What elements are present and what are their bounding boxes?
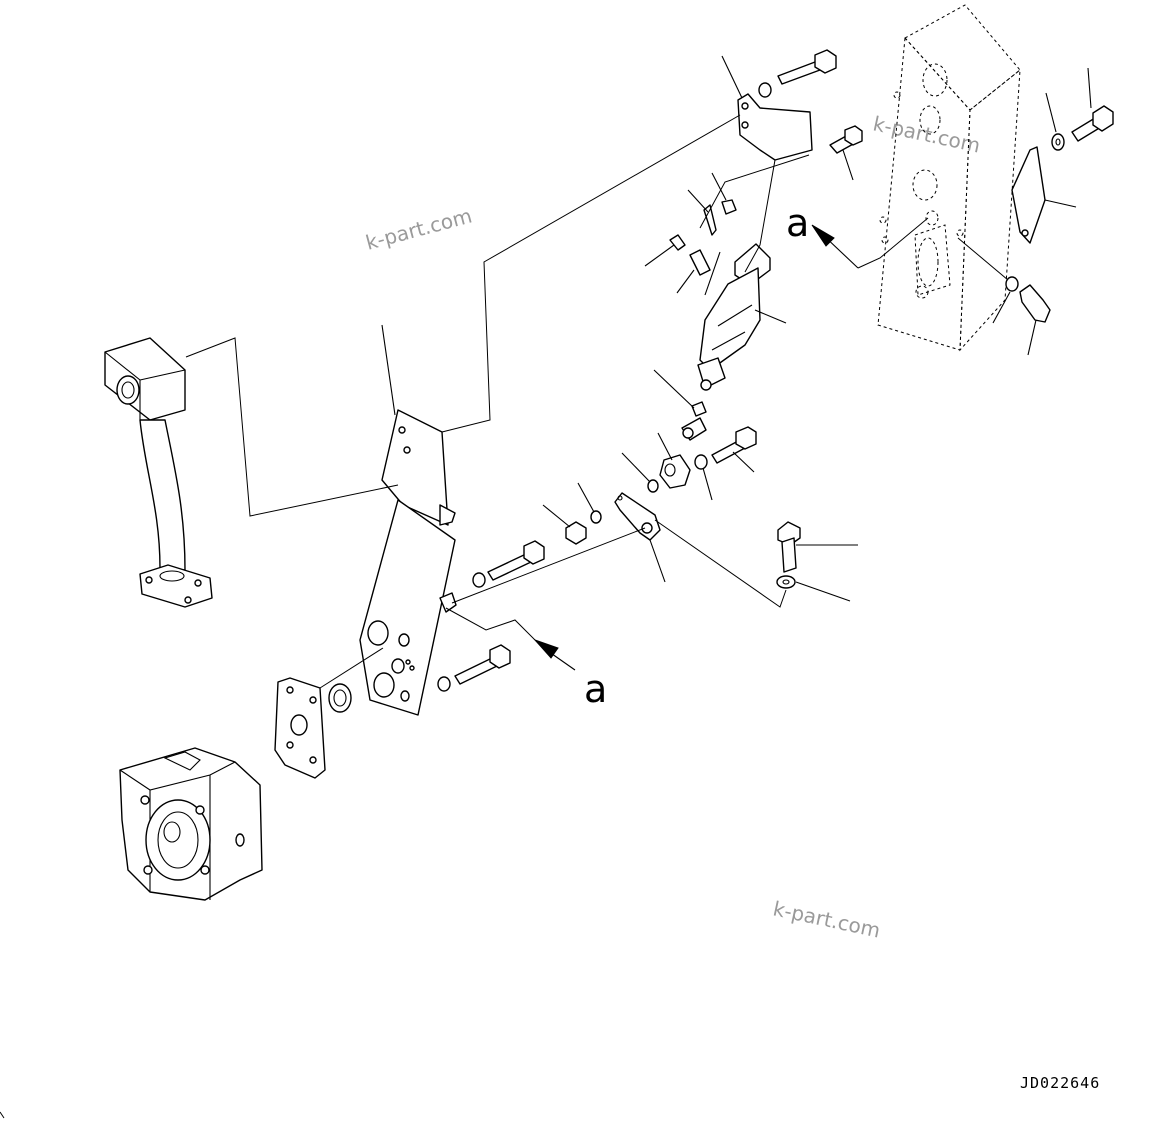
view-label-lower: a [584,667,607,711]
plate-bolt-lower [437,644,511,692]
plate-bolt-upper [472,540,545,588]
washer-small-upper [711,172,737,215]
washer-right-lower [992,276,1019,324]
valve-block [877,4,1021,352]
watermark-lower-right: k-part.com [771,896,883,942]
clevis-nut [653,369,707,417]
view-arrow-upper: a [786,201,859,269]
washer-left-bushing [621,452,659,493]
upper-bolt [758,49,837,98]
o-ring [328,683,352,713]
bolt-right-lower [1019,284,1051,356]
bolt-center [711,426,757,473]
view-arrow-lower: a [533,638,607,711]
flange-plate [274,677,326,779]
nut-lever [542,504,587,545]
bolt-lower-right [777,521,858,573]
drawing-code: JD022646 [1020,1074,1100,1092]
mounting-plate [359,324,457,716]
rod-end [681,417,707,441]
actuator-cylinder [697,243,787,391]
bolt-right-top [1071,67,1114,142]
cover-plate [1011,146,1077,244]
view-label-upper: a [786,201,809,245]
washer-lever [577,482,602,524]
watermark-top-left: k-part.com [363,203,474,254]
bolt-mid-upper [829,125,863,181]
washer-center [694,454,713,501]
pump-housing [119,747,263,901]
lever-arm [614,492,666,583]
pipe [104,337,213,608]
clip-small-upper [687,189,717,236]
leader-block-washer [957,237,1009,281]
bushing [657,432,691,489]
upper-bracket [721,55,813,161]
reference-lines [185,114,929,689]
watermark-top-right: k-part.com [871,111,983,157]
washer-lower-right [776,575,851,602]
washer-right-top [1045,92,1065,151]
corner-tick [0,1111,5,1119]
screw-fitting [644,234,711,294]
